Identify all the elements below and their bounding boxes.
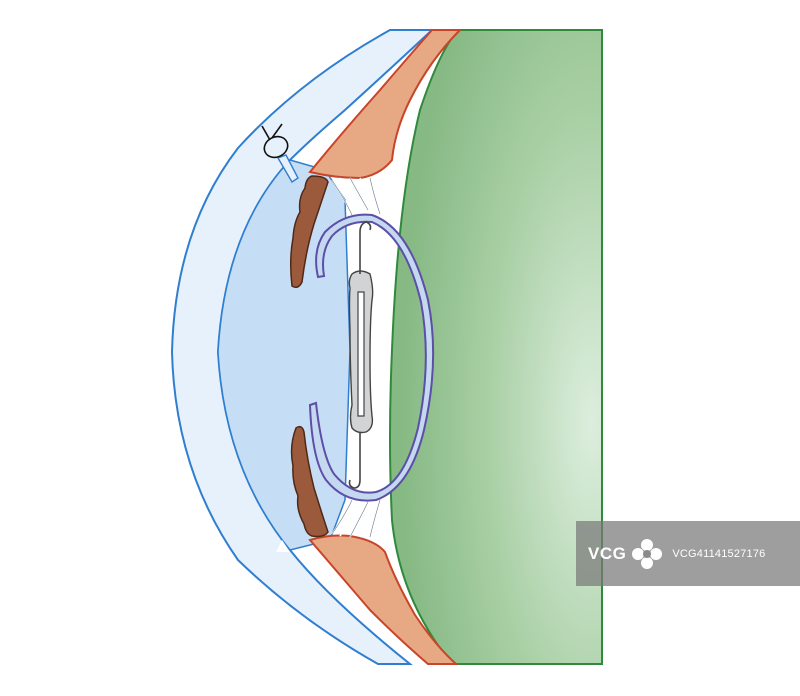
flower-logo-icon: [632, 538, 663, 569]
iris-lower: [290, 425, 329, 538]
zonules-upper-outline: [331, 177, 381, 216]
zonules-lower-outline: [331, 499, 381, 538]
iris-upper: [289, 175, 329, 289]
watermark-brand: VCG: [588, 543, 627, 563]
lens-capsule: [308, 213, 435, 502]
sclera-upper: [308, 29, 463, 180]
cornea: [170, 29, 435, 665]
vitreous-body: [389, 29, 603, 665]
iol-haptic-lower: [348, 432, 361, 489]
iol-optic-center: [357, 291, 365, 417]
watermark: VCG VCG41141527176: [576, 521, 800, 586]
suture-knot-icon: [261, 123, 289, 159]
cornea-lower-accent: [276, 540, 290, 552]
iol-haptic-upper: [359, 221, 372, 274]
corneal-incision: [276, 154, 299, 183]
watermark-code: VCG41141527176: [672, 547, 766, 560]
